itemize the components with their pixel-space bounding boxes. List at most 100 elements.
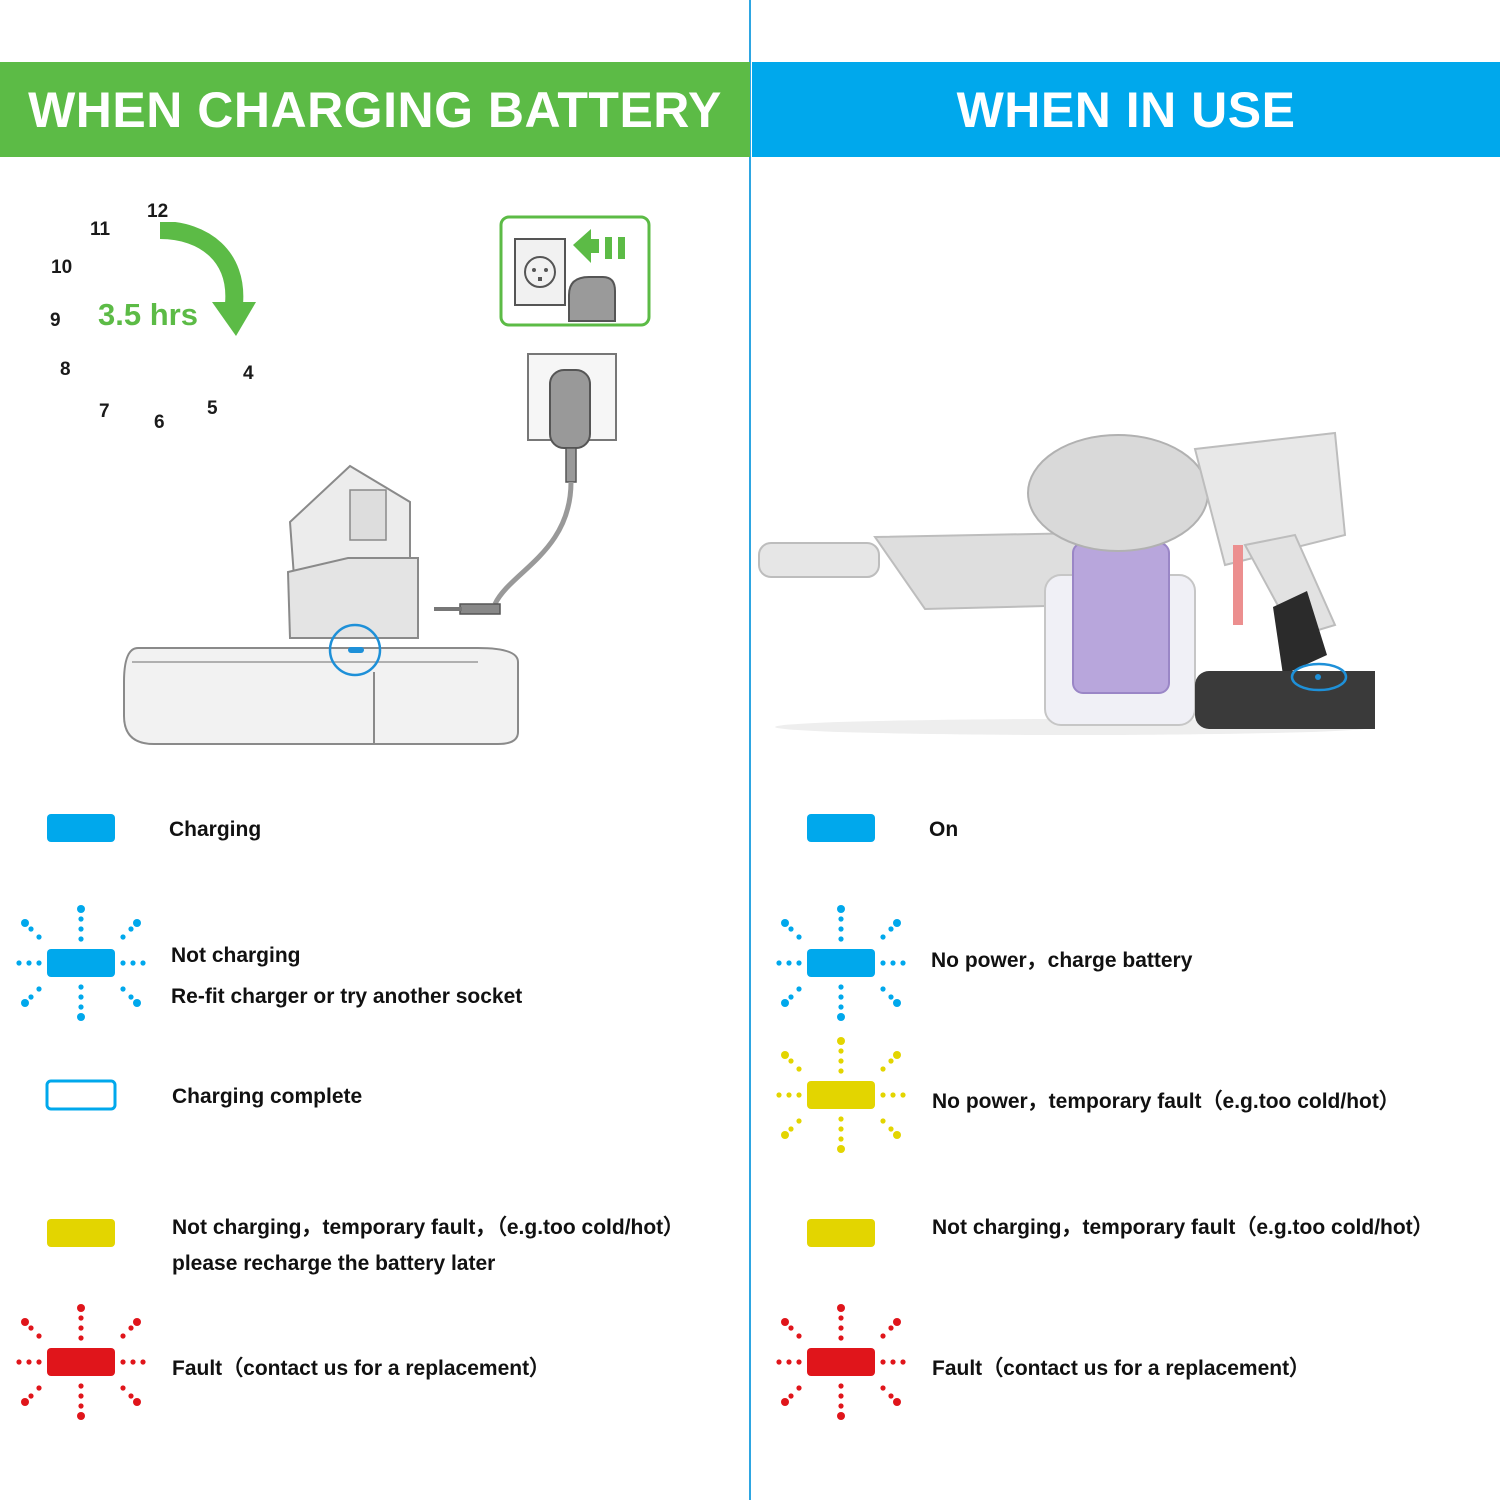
flash-dot xyxy=(788,994,794,1000)
flash-dot xyxy=(893,1398,901,1406)
solid-led-icon xyxy=(807,814,875,842)
flash-dot xyxy=(77,1304,85,1312)
flash-dot xyxy=(128,994,134,1000)
flash-dot xyxy=(781,1318,789,1326)
flash-dot xyxy=(78,1315,84,1321)
flash-dot xyxy=(78,1383,84,1389)
flash-dot xyxy=(78,1393,84,1399)
flashing-led-icon xyxy=(16,905,146,1021)
flash-dot xyxy=(781,1131,789,1139)
flash-dot xyxy=(786,960,792,966)
flash-dot xyxy=(837,1145,845,1153)
clock-number: 9 xyxy=(50,310,61,331)
flash-dot xyxy=(838,994,844,1000)
solid-led-icon xyxy=(807,1219,875,1247)
clock-number: 11 xyxy=(90,219,111,240)
flash-dot xyxy=(888,1393,894,1399)
flash-dot xyxy=(36,934,42,940)
flash-dot xyxy=(781,999,789,1007)
flash-dot xyxy=(893,1051,901,1059)
flash-dot xyxy=(838,1325,844,1331)
flash-dot xyxy=(796,1385,802,1391)
flash-dot xyxy=(900,1092,906,1098)
flash-dot xyxy=(21,1318,29,1326)
flash-dot xyxy=(133,919,141,927)
flash-dot xyxy=(893,999,901,1007)
flash-dot xyxy=(36,960,42,966)
flash-dot xyxy=(788,926,794,932)
flash-dot xyxy=(796,960,802,966)
flash-dot xyxy=(77,1412,85,1420)
flash-dot xyxy=(78,1335,84,1341)
curved-arrow-icon xyxy=(159,222,256,336)
flashing-led-icon xyxy=(16,1304,146,1420)
flash-dot xyxy=(838,1315,844,1321)
flashing-led-icon xyxy=(776,905,906,1021)
flash-dot xyxy=(796,1333,802,1339)
flash-dot xyxy=(26,960,32,966)
flash-dot xyxy=(900,960,906,966)
flash-dot xyxy=(120,1359,126,1365)
flash-dot xyxy=(21,999,29,1007)
vacuum-in-use-illustration xyxy=(758,431,1375,735)
flash-dot xyxy=(880,960,886,966)
legend-temp-fault-detail: please recharge the battery later xyxy=(172,1252,496,1275)
legend-not-charging-label: Not charging xyxy=(171,944,301,967)
flash-dot xyxy=(120,934,126,940)
flash-dot xyxy=(128,926,134,932)
flash-dot xyxy=(77,1013,85,1021)
flash-dot xyxy=(838,1383,844,1389)
outline-led-icon xyxy=(45,1079,117,1111)
flash-dot xyxy=(28,926,34,932)
flash-dot xyxy=(78,1403,84,1409)
flash-dot xyxy=(893,1318,901,1326)
flash-dot xyxy=(16,960,22,966)
charging-banner: WHEN CHARGING BATTERY xyxy=(0,62,750,157)
legend-no-power-fault-label: No power，temporary fault（e.g.too cold/ho… xyxy=(932,1090,1400,1113)
flash-dot xyxy=(890,1092,896,1098)
flash-dot xyxy=(796,986,802,992)
flash-dot xyxy=(796,934,802,940)
flash-dot xyxy=(120,960,126,966)
plug-into-socket-icon xyxy=(499,215,651,327)
clock-number: 8 xyxy=(60,359,71,380)
flash-dot xyxy=(888,994,894,1000)
flash-dot xyxy=(837,1304,845,1312)
in-use-banner: WHEN IN USE xyxy=(752,62,1500,157)
flash-dot xyxy=(786,1092,792,1098)
flash-dot xyxy=(788,1126,794,1132)
flash-dot xyxy=(888,1058,894,1064)
flash-dot xyxy=(838,1068,844,1074)
solid-led-icon xyxy=(47,814,115,842)
legend-fault-label: Fault（contact us for a replacement） xyxy=(172,1357,551,1380)
flash-dot xyxy=(77,905,85,913)
flash-dot xyxy=(838,1116,844,1122)
flash-dot xyxy=(78,994,84,1000)
flash-dot xyxy=(838,1058,844,1064)
flash-dot xyxy=(838,1136,844,1142)
flash-dot xyxy=(78,926,84,932)
flash-dot xyxy=(880,1359,886,1365)
flash-dot xyxy=(133,1398,141,1406)
flash-dot xyxy=(838,916,844,922)
flash-dot xyxy=(781,1051,789,1059)
flash-dot xyxy=(880,1092,886,1098)
flash-dot xyxy=(796,1359,802,1365)
flash-dot xyxy=(888,926,894,932)
legend-temp-fault-label: Not charging，temporary fault，（e.g.too co… xyxy=(172,1216,685,1239)
flash-dot xyxy=(130,960,136,966)
flash-dot xyxy=(788,1393,794,1399)
flash-dot xyxy=(28,994,34,1000)
flash-dot xyxy=(140,960,146,966)
flash-dot xyxy=(837,905,845,913)
flash-dot xyxy=(78,916,84,922)
flash-dot xyxy=(128,1325,134,1331)
flash-dot xyxy=(28,1393,34,1399)
legend-use-fault-label: Fault（contact us for a replacement） xyxy=(932,1357,1311,1380)
flash-dot xyxy=(78,936,84,942)
flash-dot xyxy=(890,1359,896,1365)
flash-dot xyxy=(837,1037,845,1045)
flash-dot xyxy=(133,999,141,1007)
flash-dot xyxy=(880,1333,886,1339)
flashing-led-icon xyxy=(776,1304,906,1420)
